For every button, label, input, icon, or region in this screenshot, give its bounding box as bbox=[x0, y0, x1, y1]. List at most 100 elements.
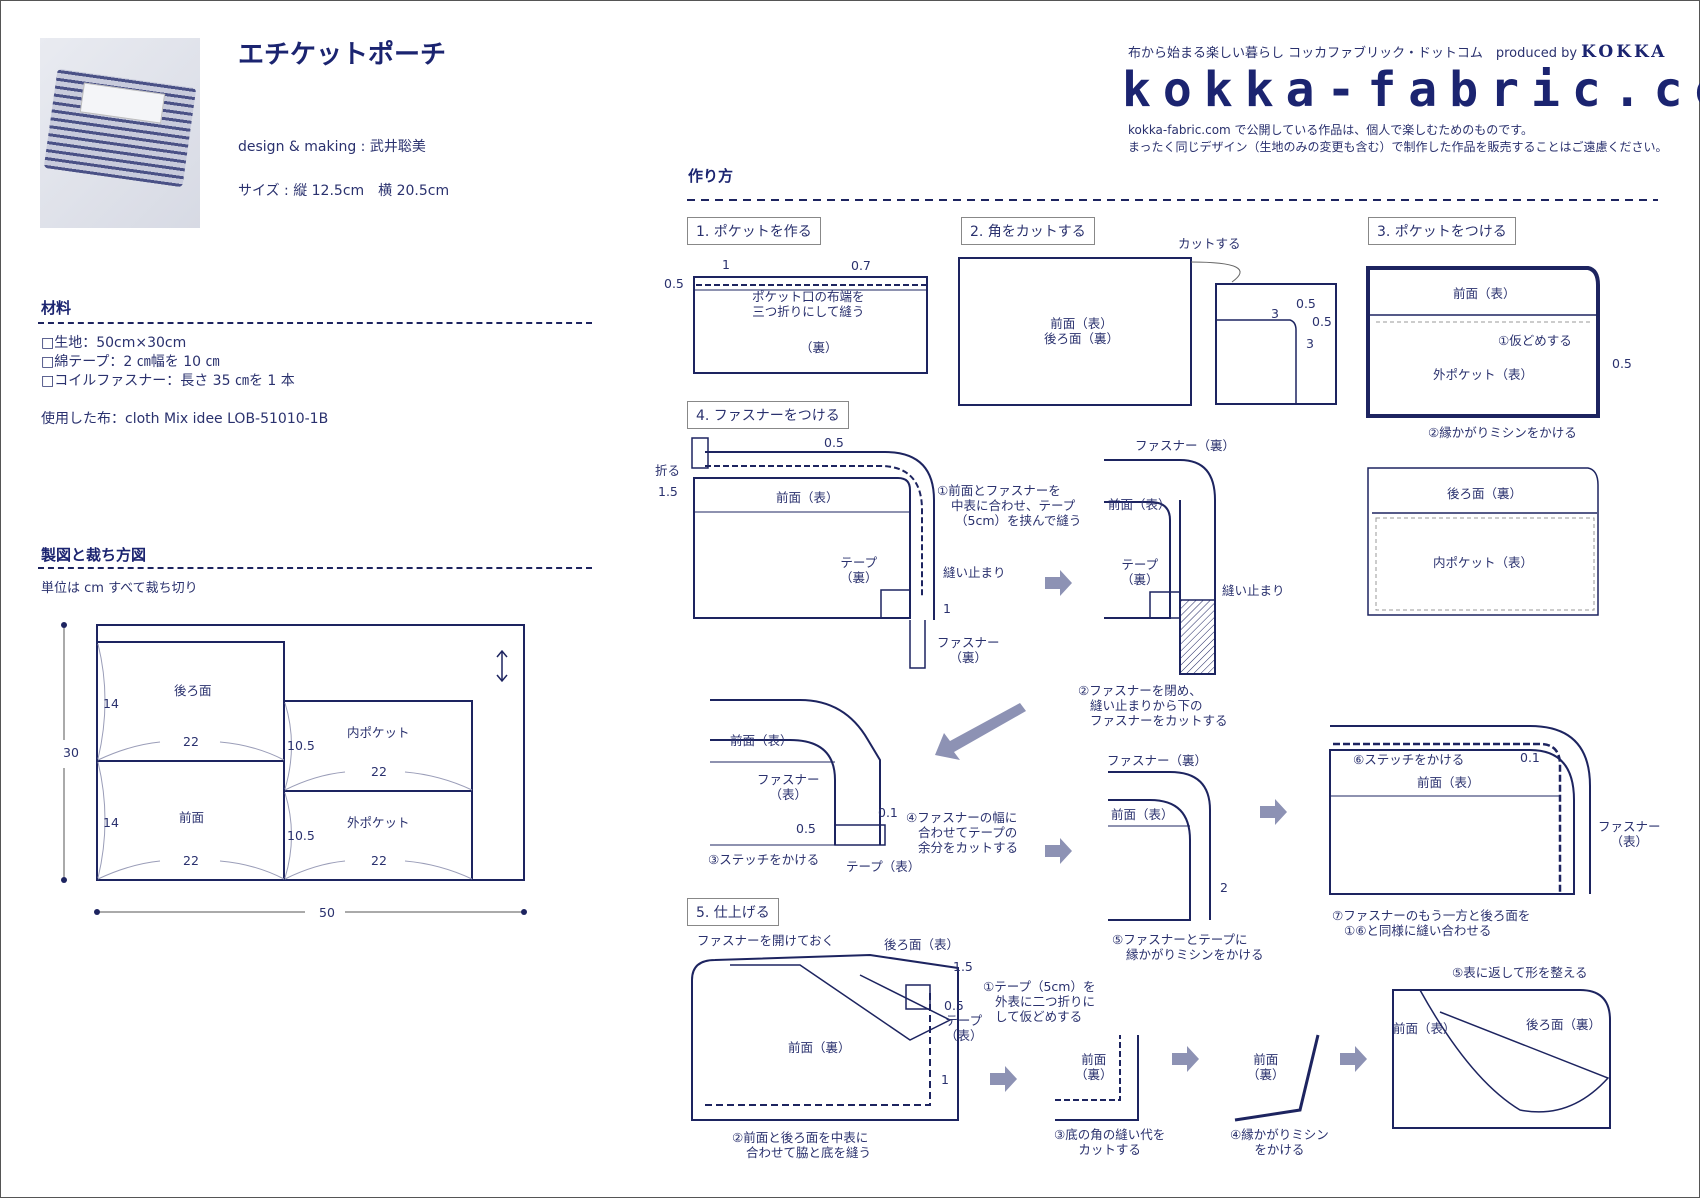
tape-label: テープ（裏） bbox=[1121, 557, 1159, 587]
panel-label: 前面（裏） bbox=[1247, 1052, 1285, 1082]
step-1-title: 1. ポケットを作る bbox=[687, 217, 821, 245]
material-item: □コイルファスナー：長さ 35 ㎝を 1 本 bbox=[41, 373, 295, 389]
note: ①仮どめする bbox=[1498, 333, 1572, 348]
dim-total-height: 30 bbox=[63, 745, 79, 760]
usage-notice: kokka-fabric.com で公開している作品は、個人で楽しむためのもので… bbox=[1128, 122, 1668, 156]
dim: 0.1 bbox=[878, 805, 898, 820]
material-item: □生地：50cm×30cm bbox=[41, 335, 187, 351]
piece-height: 10.5 bbox=[287, 828, 315, 843]
step-5-title: 5. 仕上げる bbox=[687, 898, 779, 926]
note: 縫い止まり bbox=[1222, 583, 1285, 598]
dim: 1 bbox=[722, 257, 730, 272]
materials-list: □生地：50cm×30cm □綿テープ：2 ㎝幅を 10 ㎝ □コイルファスナー… bbox=[41, 334, 328, 429]
piece-label: 内ポケット bbox=[347, 725, 410, 740]
finished-size: サイズ : 縦 12.5cm 横 20.5cm bbox=[238, 183, 450, 199]
materials-divider bbox=[38, 322, 592, 324]
tagline-text: 布から始まる楽しい暮らし コッカファブリック・ドットコム produced by bbox=[1128, 46, 1578, 61]
panel-label: 前面（表） bbox=[730, 733, 793, 748]
note: ⑤ファスナーとテープに縁かがりミシンをかける bbox=[1112, 932, 1264, 962]
dim-total-width: 50 bbox=[319, 905, 335, 920]
page-title: エチケットポーチ bbox=[238, 40, 447, 70]
dim: 1.5 bbox=[658, 484, 678, 499]
dim: 1 bbox=[943, 601, 951, 616]
note: ③ステッチをかける bbox=[708, 852, 820, 867]
zip-label: ファスナー（表） bbox=[757, 772, 820, 802]
cutting-heading: 製図と裁ち方図 bbox=[41, 546, 147, 564]
dim: 0.5 bbox=[796, 821, 816, 836]
panel-label: 前面（表） bbox=[1393, 1021, 1456, 1036]
cutting-note: 単位は cm すべて裁ち切り bbox=[41, 581, 198, 596]
panel-label: 後ろ面（裏） bbox=[1526, 1017, 1602, 1032]
panel-label: 後ろ面（表） bbox=[884, 937, 960, 952]
material-item: □綿テープ：2 ㎝幅を 10 ㎝ bbox=[41, 354, 220, 370]
piece-width: 22 bbox=[371, 853, 387, 868]
note: ②ファスナーを閉め、縫い止まりから下のファスナーをカットする bbox=[1078, 683, 1228, 728]
dim: 1.5 bbox=[953, 959, 973, 974]
panel-label: 前面（裏） bbox=[788, 1040, 851, 1055]
step-4-title: 4. ファスナーをつける bbox=[687, 401, 849, 429]
howto-heading: 作り方 bbox=[688, 167, 734, 185]
note: 折る bbox=[655, 463, 681, 478]
dim: 0.7 bbox=[851, 258, 871, 273]
note: ⑤表に返して形を整える bbox=[1452, 965, 1588, 980]
cutting-divider bbox=[38, 567, 592, 569]
notice-line-1: kokka-fabric.com で公開している作品は、個人で楽しむためのもので… bbox=[1128, 123, 1533, 137]
side-label: （裏） bbox=[800, 340, 838, 355]
zip-label: ファスナー（裏） bbox=[1107, 753, 1208, 768]
note: ①テープ（5cm）を外表に二つ折りにして仮どめする bbox=[983, 979, 1096, 1024]
pouch-image bbox=[43, 68, 197, 188]
dim: 3 bbox=[1271, 306, 1279, 321]
step-3-title: 3. ポケットをつける bbox=[1368, 217, 1516, 245]
piece-height: 10.5 bbox=[287, 738, 315, 753]
panel-label: 前面（表） bbox=[1417, 775, 1480, 790]
note: ④縁かがりミシンをかける bbox=[1230, 1127, 1329, 1157]
dim: 0.5 bbox=[944, 998, 964, 1013]
step-2-title: 2. 角をカットする bbox=[961, 217, 1095, 245]
note: ポケット口の布端を三つ折りにして縫う bbox=[752, 289, 865, 319]
piece-height: 14 bbox=[103, 815, 119, 830]
materials-heading: 材料 bbox=[41, 299, 72, 317]
dim: 0.5 bbox=[1312, 314, 1332, 329]
piece-label: 前面 bbox=[179, 810, 205, 825]
site-logo[interactable]: kokka-fabric.com bbox=[1122, 62, 1700, 118]
piece-width: 22 bbox=[183, 734, 199, 749]
brand-tagline: 布から始まる楽しい暮らし コッカファブリック・ドットコム produced by… bbox=[1128, 42, 1667, 62]
dim: 0.5 bbox=[1612, 356, 1632, 371]
piece-height: 14 bbox=[103, 696, 119, 711]
panel-label: 前面（表）後ろ面（裏） bbox=[1044, 316, 1120, 346]
note: ②前面と後ろ面を中表に合わせて脇と底を縫う bbox=[732, 1130, 872, 1160]
note: ④ファスナーの幅に合わせてテープの余分をカットする bbox=[906, 810, 1019, 855]
note: カットする bbox=[1178, 236, 1241, 251]
zip-label: ファスナー（裏） bbox=[1135, 438, 1236, 453]
notice-line-2: まったく同じデザイン（生地のみの変更も含む）で制作した作品を販売することはご遠慮… bbox=[1128, 140, 1668, 154]
dim: 1 bbox=[941, 1072, 949, 1087]
note: ②縁かがりミシンをかける bbox=[1428, 425, 1577, 440]
panel-label: 後ろ面（裏） bbox=[1447, 486, 1523, 501]
panel-label: 内ポケット（表） bbox=[1433, 555, 1534, 570]
piece-width: 22 bbox=[183, 853, 199, 868]
tape-label: テープ（裏） bbox=[840, 555, 878, 585]
dim: 0.5 bbox=[1296, 296, 1316, 311]
panel-label: 前面（表） bbox=[1108, 497, 1171, 512]
dim: 0.5 bbox=[824, 435, 844, 450]
piece-width: 22 bbox=[371, 764, 387, 779]
dim: 2 bbox=[1220, 880, 1228, 895]
fabric-used: 使用した布：cloth Mix idee LOB-51010-1B bbox=[41, 411, 329, 427]
panel-label: 外ポケット（表） bbox=[1433, 367, 1534, 382]
zip-label: ファスナー（表） bbox=[1598, 819, 1661, 849]
note: ③底の角の縫い代をカットする bbox=[1054, 1127, 1166, 1157]
product-photo bbox=[40, 38, 200, 228]
panel-label: 前面（裏） bbox=[1075, 1052, 1113, 1082]
dim: 0.5 bbox=[664, 276, 684, 291]
designer-credit: design & making : 武井聡美 bbox=[238, 139, 426, 155]
panel-label: 前面（表） bbox=[776, 490, 839, 505]
panel-label: 前面（表） bbox=[1453, 286, 1516, 301]
piece-label: 外ポケット bbox=[347, 815, 410, 830]
tape-label: テープ（表） bbox=[846, 859, 921, 874]
panel-label: 前面（表） bbox=[1111, 807, 1174, 822]
kokka-brand: KOKKA bbox=[1581, 42, 1668, 62]
note: ①前面とファスナーを中表に合わせ、テープ（5cm）を挟んで縫う bbox=[937, 483, 1082, 528]
note: 縫い止まり bbox=[943, 565, 1006, 580]
dim: 3 bbox=[1306, 336, 1314, 351]
